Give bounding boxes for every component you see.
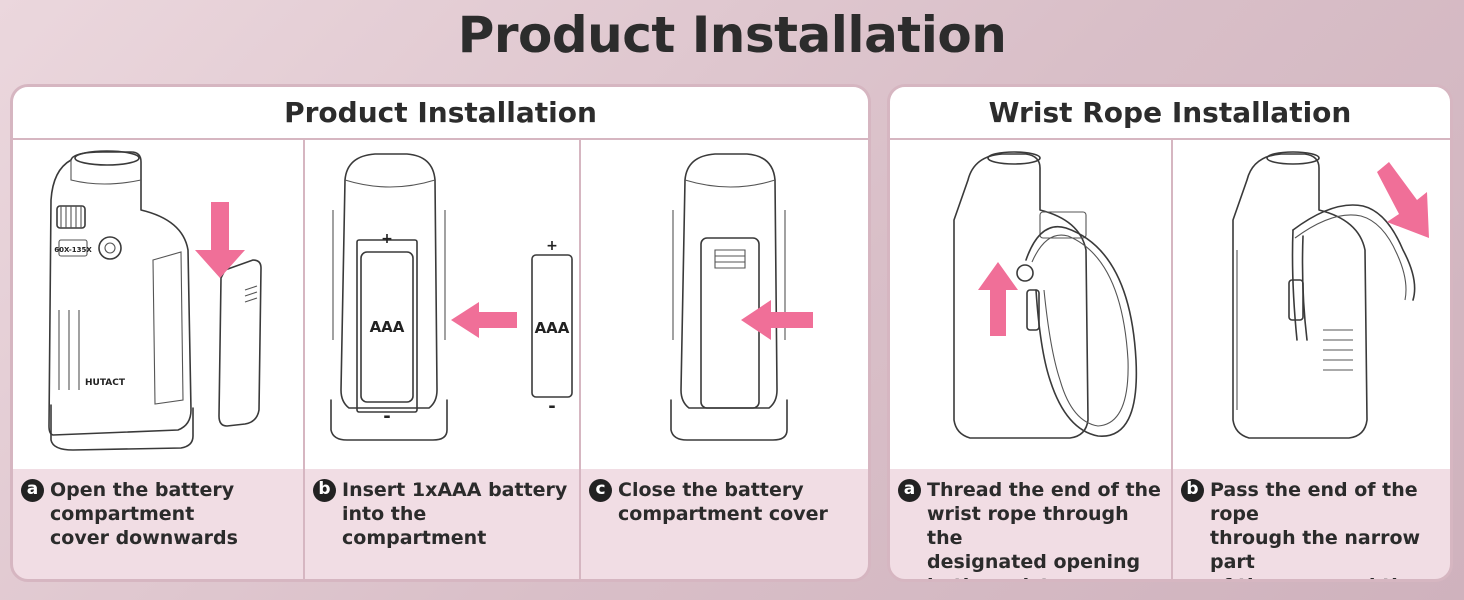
arrow-down-right-icon	[1377, 162, 1429, 238]
step-text: Insert 1xAAA battery into the compartmen…	[342, 479, 568, 549]
product-installation-panel: Product Installation 60X-135X HUTACT	[10, 84, 871, 582]
arrow-left-icon	[741, 300, 813, 340]
step-thread-rope: a Thread the end of the wrist rope throu…	[890, 140, 1171, 579]
step-close-cover: c Close the battery compartment cover	[579, 140, 868, 579]
arrow-up-icon	[978, 262, 1018, 336]
wrist-rope-tighten-illustration	[1232, 151, 1429, 439]
microscope-closed-illustration	[670, 153, 813, 441]
step-open-cover: 60X-135X HUTACT a Open the battery compa…	[13, 140, 303, 579]
battery-slot-label: AAA	[370, 318, 405, 336]
step-illustration	[890, 140, 1171, 469]
step-badge: b	[1181, 479, 1204, 502]
arrow-down-icon	[195, 202, 245, 278]
battery-label: AAA	[535, 319, 570, 337]
step-illustration: + AAA - + AAA -	[305, 140, 579, 469]
battery-minus: -	[548, 396, 555, 417]
page-title: Product Installation	[457, 6, 1007, 64]
step-insert-battery: + AAA - + AAA - b Insert 1xAAA battery i…	[303, 140, 579, 579]
arrow-left-icon	[451, 302, 517, 338]
step-text: Close the battery compartment cover	[618, 479, 828, 525]
step-text: Thread the end of the wrist rope through…	[927, 479, 1161, 579]
step-text: Pass the end of the rope through the nar…	[1210, 479, 1431, 579]
plus-label: +	[381, 231, 393, 247]
microscope-side-illustration: 60X-135X HUTACT	[48, 150, 262, 451]
step-illustration	[1173, 140, 1450, 469]
brand-label: HUTACT	[85, 378, 126, 388]
step-tighten-rope: b Pass the end of the rope through the n…	[1171, 140, 1450, 579]
step-caption: a Open the battery compartment cover dow…	[21, 478, 297, 550]
step-caption: c Close the battery compartment cover	[589, 478, 868, 526]
wrist-rope-installation-panel: Wrist Rope Installation a Thread the end…	[887, 84, 1453, 582]
step-caption: a Thread the end of the wrist rope throu…	[898, 478, 1165, 579]
panel-heading: Wrist Rope Installation	[890, 87, 1450, 140]
panel-heading: Product Installation	[13, 87, 868, 140]
step-badge: a	[21, 479, 44, 502]
step-badge: b	[313, 479, 336, 502]
microscope-back-illustration: + AAA - + AAA -	[330, 153, 573, 441]
step-caption: b Pass the end of the rope through the n…	[1181, 478, 1450, 579]
step-badge: a	[898, 479, 921, 502]
step-illustration: 60X-135X HUTACT	[13, 140, 303, 469]
step-badge: c	[589, 479, 612, 502]
step-caption: b Insert 1xAAA battery into the compartm…	[313, 478, 573, 550]
wrist-rope-thread-illustration	[953, 151, 1138, 439]
minus-label: -	[383, 406, 390, 427]
step-text: Open the battery compartment cover downw…	[50, 479, 238, 549]
step-illustration	[581, 140, 868, 469]
battery-plus: +	[546, 238, 558, 254]
zoom-label: 60X-135X	[54, 246, 92, 254]
